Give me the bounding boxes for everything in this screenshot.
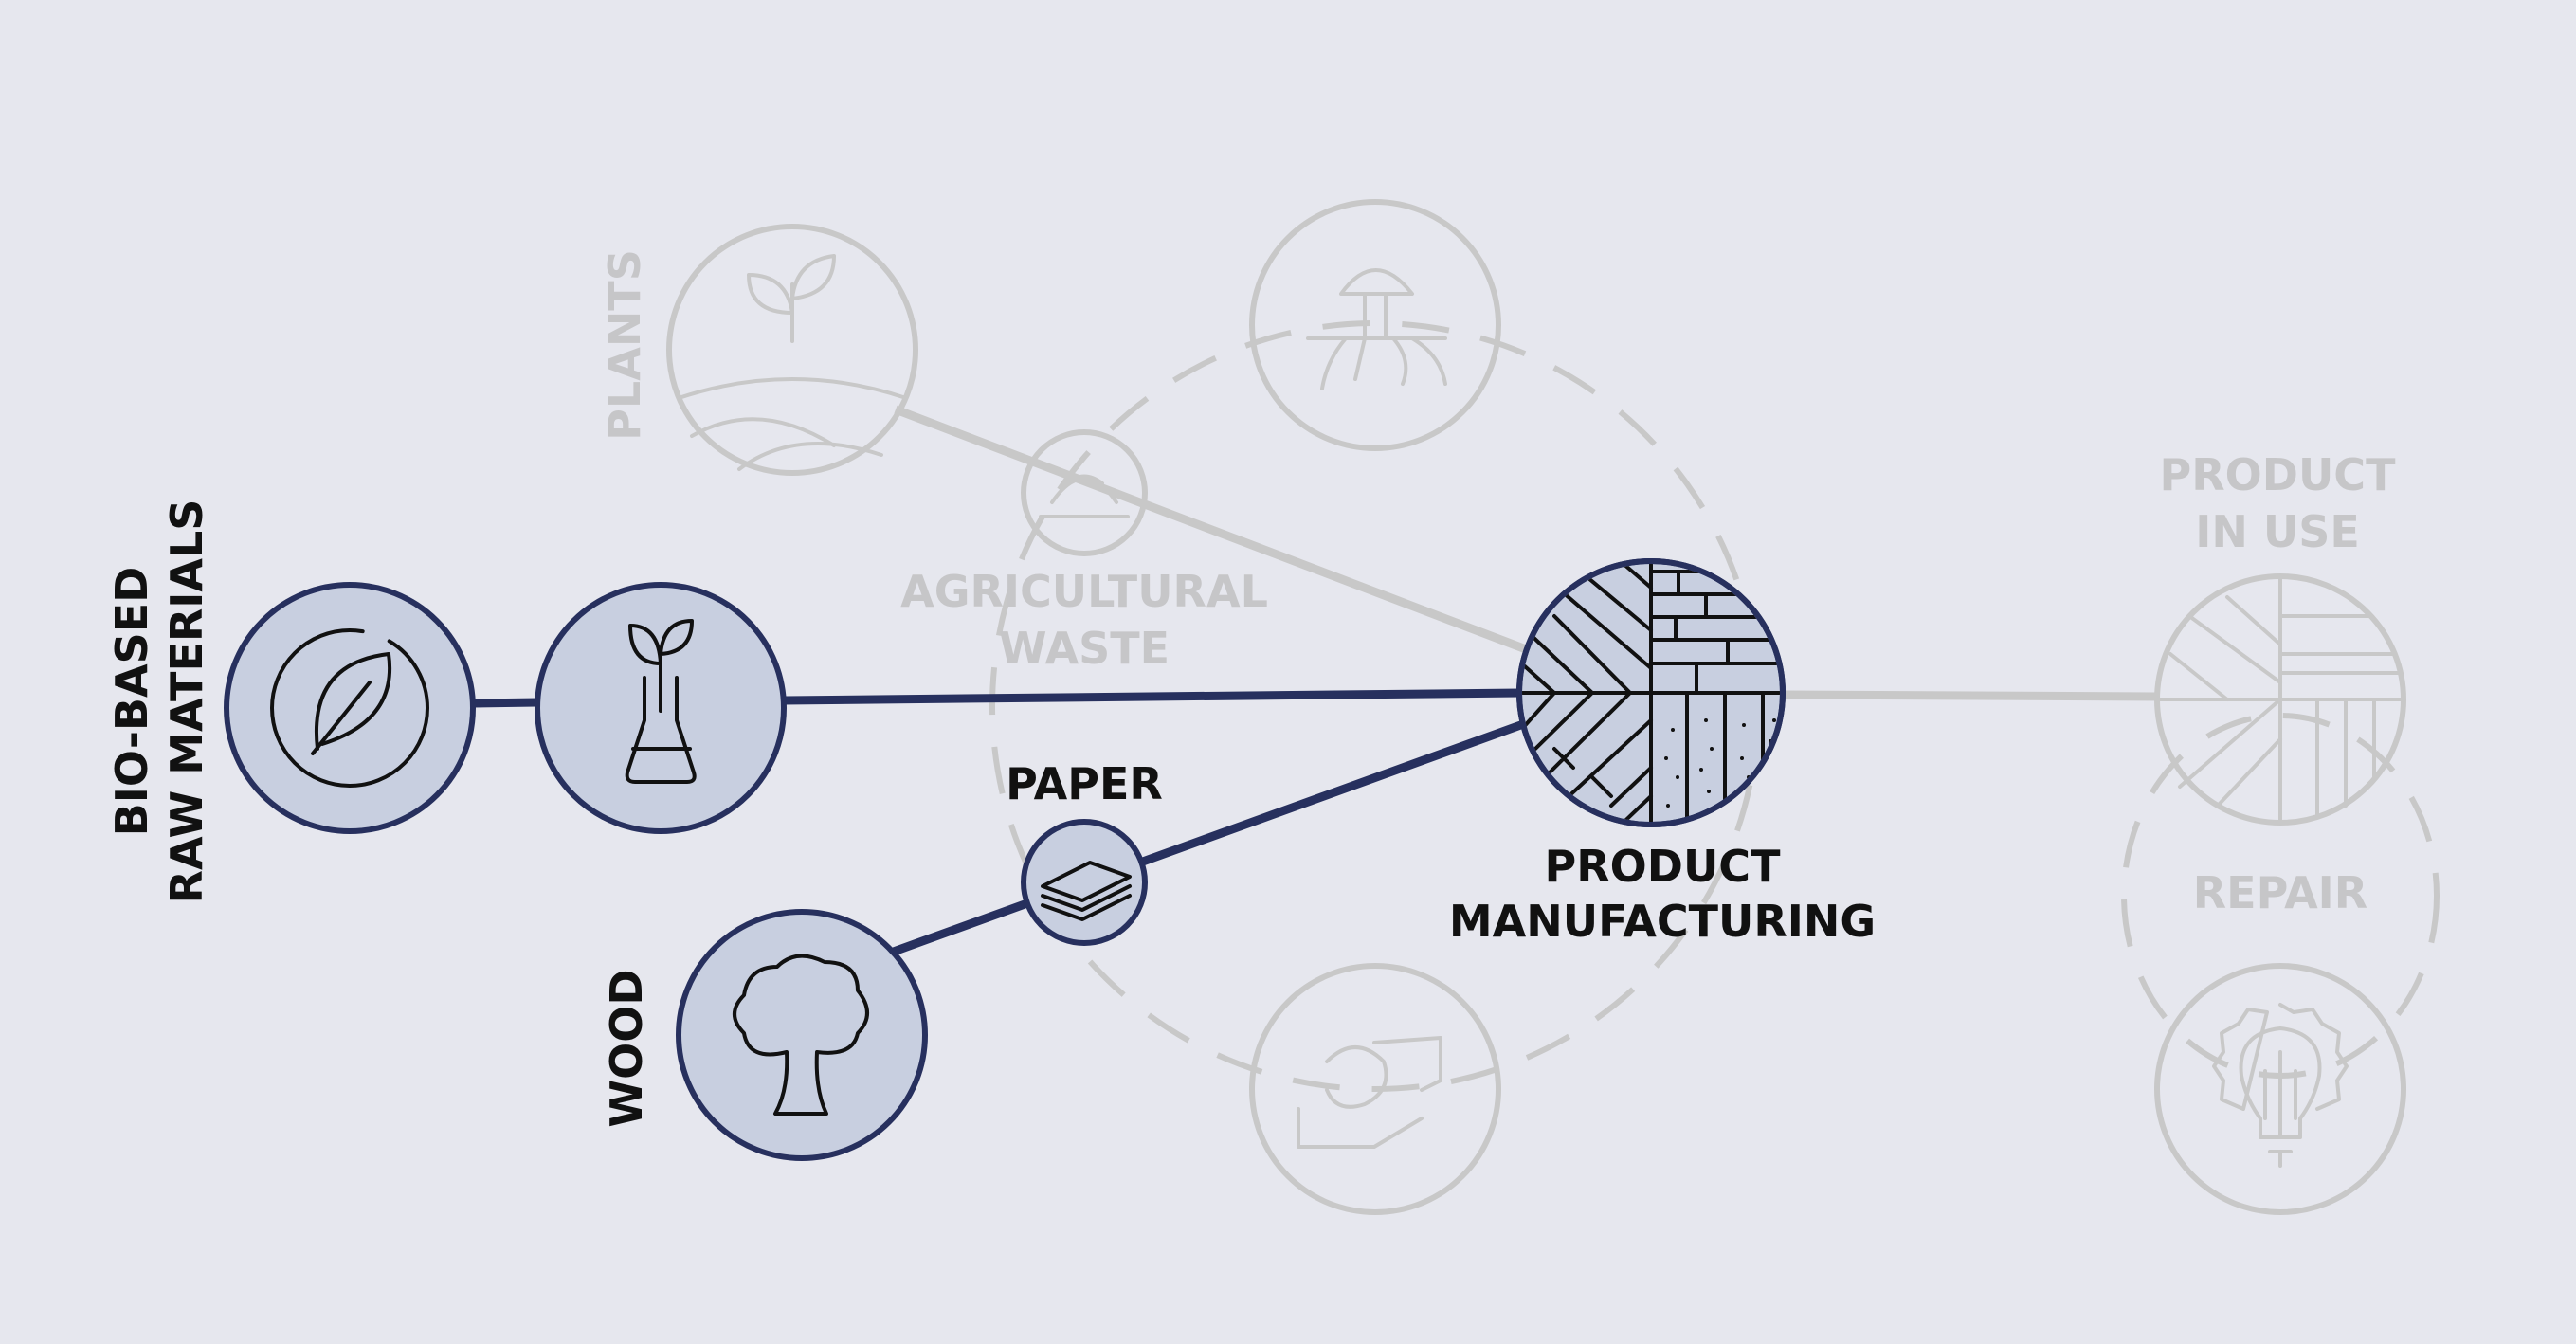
material-pattern-icon	[2155, 574, 2405, 825]
hands-icon	[1297, 1036, 1442, 1149]
wood-paper-manufacturing-link	[889, 718, 1528, 957]
material-pattern-icon	[1522, 564, 1780, 822]
paper-stack-icon	[1041, 861, 1132, 921]
sprout-flask-icon	[625, 619, 697, 784]
flask-to-manufacturing-link	[783, 688, 1521, 705]
cycle-ring	[270, 628, 429, 788]
lightbulb-gear-icon	[2212, 1003, 2349, 1168]
agricultural-waste-label-2: WASTE	[999, 623, 1170, 674]
wood-node[interactable]: WOOD	[601, 909, 928, 1161]
agricultural-waste-label-1: AGRICULTURAL	[900, 566, 1268, 617]
bio-based-node[interactable]: BIO-BASED RAW MATERIALS	[106, 499, 476, 904]
waste-pile-icon	[1039, 474, 1130, 518]
product-in-use-node[interactable]: PRODUCT IN USE	[2154, 449, 2406, 826]
leaf-icon	[311, 652, 392, 755]
paper-node[interactable]: PAPER	[1006, 758, 1163, 946]
manufacturing-to-use-link	[1781, 690, 2158, 701]
plants-label: PLANTS	[599, 249, 650, 441]
bio-based-label-1: BIO-BASED	[106, 567, 157, 837]
plants-node[interactable]: PLANTS	[599, 224, 918, 476]
product-in-use-label-2: IN USE	[2195, 506, 2360, 557]
flask-node[interactable]	[535, 582, 787, 834]
bio-to-flask-link	[472, 698, 538, 708]
plant-field-icon	[677, 254, 908, 471]
product-manufacturing-node[interactable]: PRODUCT MANUFACTURING	[1449, 545, 1876, 947]
hands-node[interactable]	[1249, 963, 1501, 1215]
product-manufacturing-label-2: MANUFACTURING	[1449, 896, 1876, 947]
product-manufacturing-label-1: PRODUCT	[1545, 841, 1782, 892]
innovation-node[interactable]	[2154, 963, 2406, 1215]
bio-based-label-2: RAW MATERIALS	[161, 499, 212, 904]
fungi-node[interactable]	[1249, 199, 1501, 451]
wood-label: WOOD	[601, 969, 652, 1127]
paper-label: PAPER	[1006, 758, 1163, 809]
repair-label: REPAIR	[2193, 867, 2367, 918]
mushroom-icon	[1306, 268, 1447, 390]
tree-icon	[733, 954, 869, 1116]
agricultural-waste-node[interactable]: AGRICULTURAL WASTE	[900, 429, 1268, 674]
speckle-dots	[1664, 718, 1776, 808]
product-in-use-label-1: PRODUCT	[2160, 449, 2397, 500]
plants-to-manufacturing-link	[894, 405, 1528, 654]
